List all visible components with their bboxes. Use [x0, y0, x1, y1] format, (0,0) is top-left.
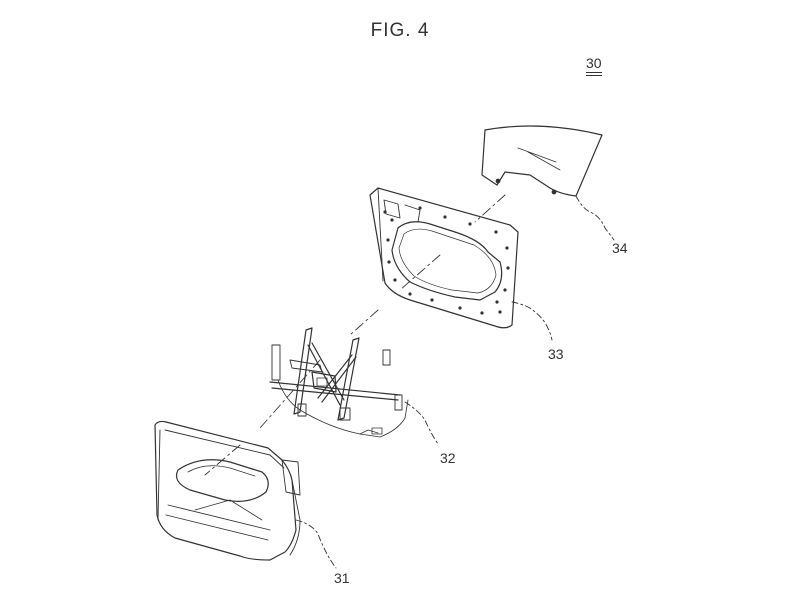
leader-lines — [295, 195, 615, 569]
assembly-reference: 30 — [586, 55, 602, 76]
ref-label-33: 33 — [548, 346, 564, 362]
ref-label-34: 34 — [612, 240, 628, 256]
assembly-reference-label: 30 — [586, 55, 602, 71]
underline-2 — [586, 75, 602, 76]
leader-31 — [295, 519, 337, 569]
window-glass — [481, 125, 603, 197]
underline-1 — [586, 72, 602, 73]
assembly-axis — [204, 194, 506, 476]
window-regulator — [269, 327, 409, 438]
door-inner-panel — [369, 187, 519, 329]
figure-title: FIG. 4 — [370, 20, 430, 41]
ref-label-32: 32 — [440, 450, 456, 466]
door-trim — [154, 420, 301, 561]
leader-34 — [575, 195, 615, 241]
leader-32 — [404, 401, 439, 445]
ref-label-31: 31 — [334, 570, 350, 586]
leader-33 — [511, 301, 553, 341]
